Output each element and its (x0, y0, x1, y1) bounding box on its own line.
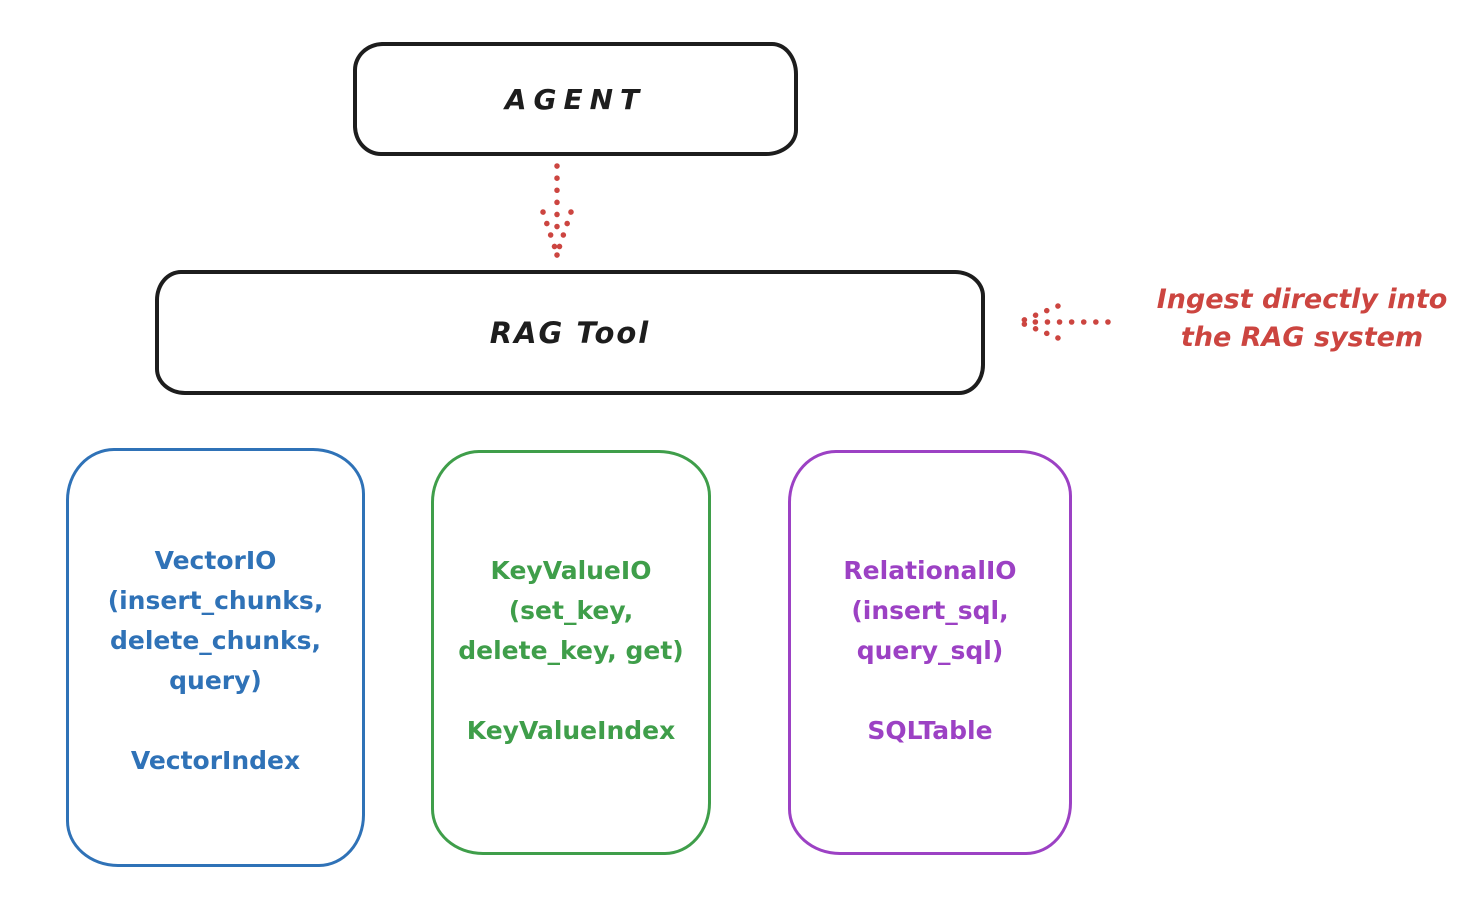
vector-index-label: VectorIndex (130, 746, 301, 775)
key-value-io-title: KeyValueIO (490, 556, 652, 585)
vector-io-method-line: (insert_chunks, (107, 586, 324, 615)
relational-io-label: RelationalIO (insert_sql, query_sql) (843, 551, 1016, 671)
relational-io-method-line: (insert_sql, (851, 596, 1009, 625)
ingest-annotation: Ingest directly into the RAG system (1128, 281, 1476, 357)
ingest-annotation-arrow (1021, 303, 1111, 341)
agent-box: AGENT (353, 42, 798, 156)
relational-io-title: RelationalIO (843, 556, 1017, 585)
ingest-annotation-line1: Ingest directly into (1156, 284, 1448, 315)
agent-box-label: AGENT (504, 82, 647, 116)
vector-io-label: VectorIO (insert_chunks, delete_chunks, … (108, 541, 324, 701)
key-value-io-box: KeyValueIO (set_key, delete_key, get) Ke… (431, 450, 711, 855)
vector-io-method-line: query) (169, 666, 262, 695)
vector-io-box: VectorIO (insert_chunks, delete_chunks, … (66, 448, 365, 867)
vector-io-title: VectorIO (154, 546, 277, 575)
relational-io-box: RelationalIO (insert_sql, query_sql) SQL… (788, 450, 1072, 855)
key-value-io-label: KeyValueIO (set_key, delete_key, get) (458, 551, 683, 671)
sql-table-label: SQLTable (867, 716, 993, 745)
key-value-io-method-line: (set_key, (508, 596, 634, 625)
ingest-annotation-line2: the RAG system (1180, 322, 1424, 353)
key-value-io-method-line: delete_key, get) (458, 636, 684, 665)
vector-io-method-line: delete_chunks, (110, 626, 321, 655)
key-value-index-label: KeyValueIndex (466, 716, 676, 745)
rag-tool-box: RAG Tool (155, 270, 985, 395)
relational-io-method-line: query_sql) (856, 636, 1004, 665)
rag-tool-box-label: RAG Tool (489, 315, 651, 350)
agent-to-rag-arrow (540, 163, 574, 259)
